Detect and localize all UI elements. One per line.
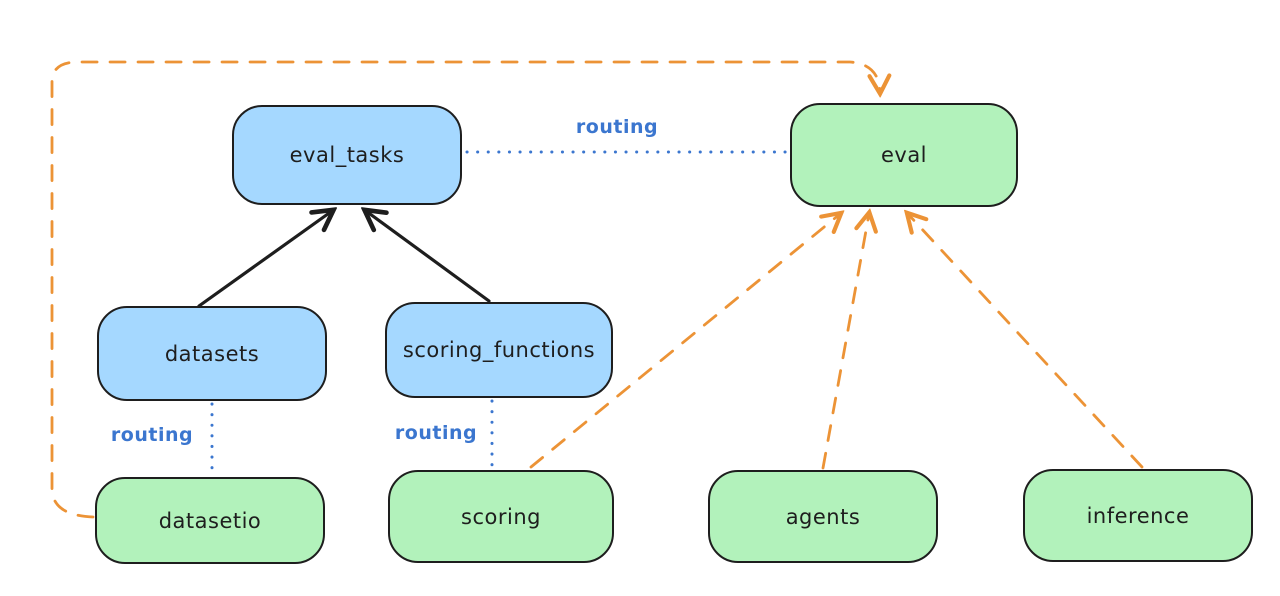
node-agents: agents <box>708 470 938 563</box>
node-scoring-functions-label: scoring_functions <box>402 338 596 362</box>
node-scoring: scoring <box>388 470 614 563</box>
edge-datasetio-to-eval-around <box>50 60 880 519</box>
node-eval: eval <box>790 103 1018 207</box>
node-eval-tasks-label: eval_tasks <box>289 143 405 167</box>
edge-scoring-to-eval <box>529 214 840 469</box>
node-datasets: datasets <box>97 306 327 401</box>
node-datasets-label: datasets <box>164 341 260 366</box>
routing-label-datasets-datasetio: routing <box>110 424 194 446</box>
node-datasetio: datasetio <box>95 477 325 564</box>
edge-agents-to-eval <box>821 214 869 470</box>
routing-label-eval-tasks-eval: routing <box>575 116 659 138</box>
edge-inference-to-eval <box>908 214 1144 469</box>
routing-label-scoring-functions-scoring: routing <box>394 422 478 444</box>
node-eval-tasks: eval_tasks <box>232 105 462 205</box>
edge-scoring-functions-to-eval-tasks <box>366 211 491 303</box>
node-inference: inference <box>1023 469 1253 562</box>
node-eval-label: eval <box>880 143 928 167</box>
node-scoring-functions: scoring_functions <box>385 302 613 398</box>
edge-datasets-to-eval-tasks <box>197 211 332 308</box>
node-datasetio-label: datasetio <box>158 508 262 533</box>
node-scoring-label: scoring <box>461 504 541 529</box>
node-agents-label: agents <box>785 504 861 529</box>
node-inference-label: inference <box>1086 503 1190 528</box>
